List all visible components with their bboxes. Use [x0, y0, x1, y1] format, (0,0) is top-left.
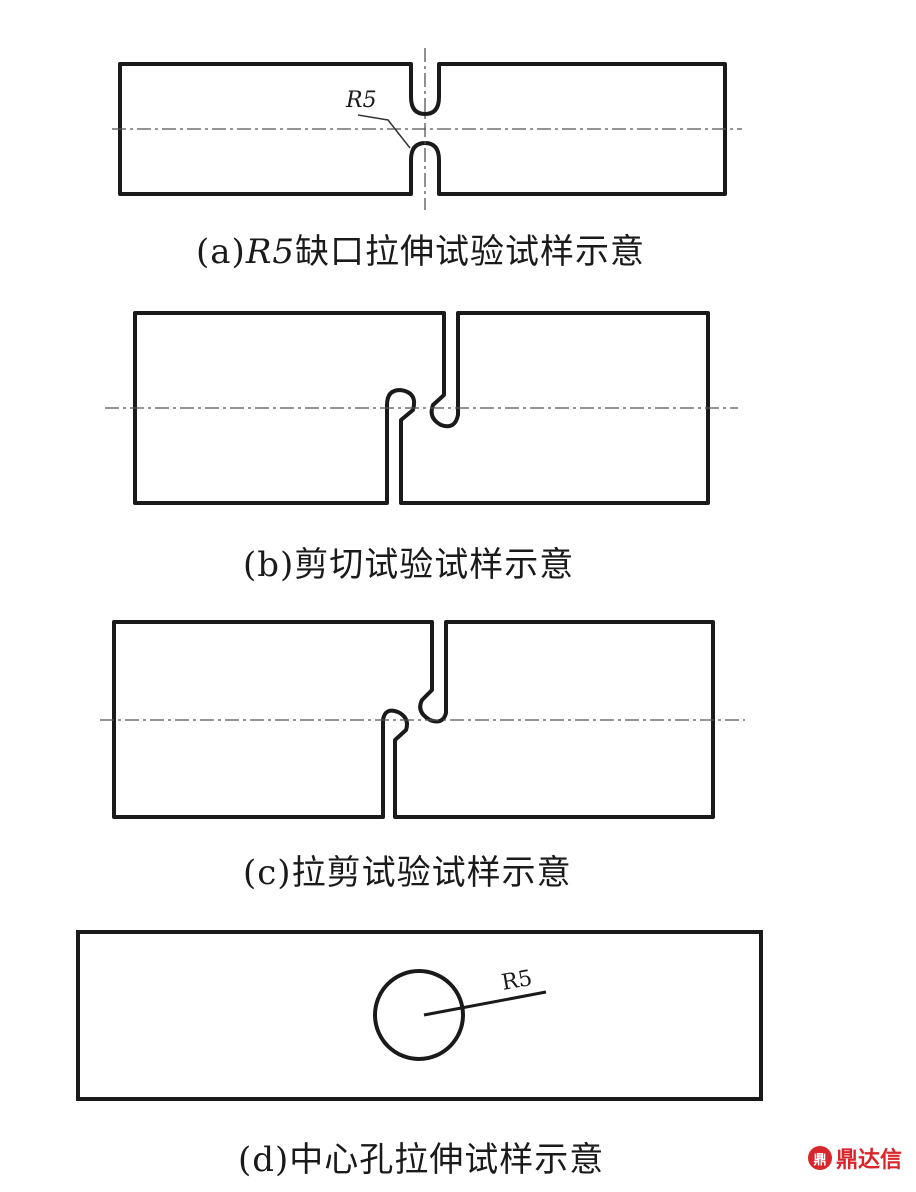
caption-a-italic: R5	[245, 232, 296, 272]
specimen-a-radius-label: R5	[345, 88, 377, 113]
specimen-a-outline-top	[118, 62, 727, 196]
specimen-d-center-hole	[76, 930, 763, 1101]
caption-a: (a)R5缺口拉伸试验试样示意	[196, 232, 645, 272]
caption-b: (b)剪切试验试样示意	[243, 545, 575, 585]
specimen-d-radius-leader	[423, 990, 547, 1017]
specimen-a-radius-leader	[357, 114, 411, 149]
caption-d: (d)中心孔拉伸试样示意	[238, 1140, 605, 1180]
specimen-a-notched-tensile	[118, 62, 727, 196]
specimen-c-outline	[112, 620, 715, 819]
specimen-d-radius-label: R5	[500, 966, 534, 996]
caption-a-prefix: (a)	[196, 232, 246, 272]
watermark-logo-icon: 鼎	[807, 1146, 832, 1170]
caption-a-text: 缺口拉伸试验试样示意	[295, 232, 646, 272]
watermark-text: 鼎达信	[835, 1148, 902, 1173]
watermark: 鼎 鼎达信	[807, 1142, 902, 1174]
caption-c: (c)拉剪试验试样示意	[243, 853, 572, 893]
specimen-a-centerlines	[112, 48, 742, 210]
specimen-d-hole	[373, 969, 465, 1061]
specimen-b-shear	[133, 311, 710, 505]
specimen-d-outline	[76, 930, 763, 1101]
specimen-b-outline	[133, 311, 710, 505]
specimen-c-tensile-shear	[112, 620, 715, 819]
